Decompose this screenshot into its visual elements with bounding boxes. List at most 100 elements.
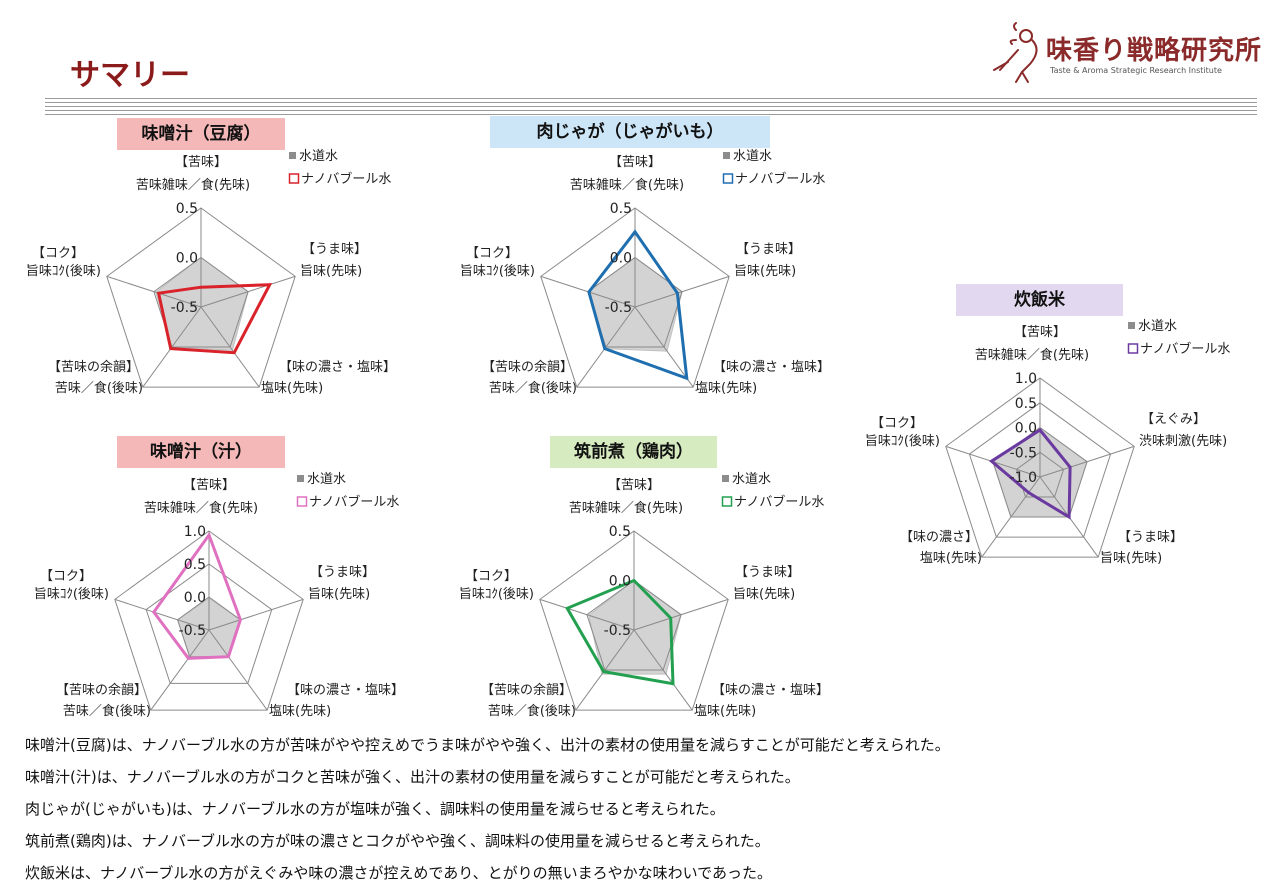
series-nanobubble xyxy=(156,283,273,355)
axis-label: 【苦味】 xyxy=(608,477,660,493)
axis-label: 【味の濃さ・塩味】 xyxy=(713,360,830,375)
grid-ring xyxy=(540,207,730,388)
axis-label: 苦味／食(後味) xyxy=(489,380,577,396)
radar-chart-1 xyxy=(540,152,734,388)
axis-label: 【苦味】 xyxy=(1014,324,1066,340)
divider xyxy=(45,110,1257,111)
spoke xyxy=(114,598,210,631)
axis-label: 【苦味の余韻】 xyxy=(56,682,147,698)
axis-label: 【味の濃さ・塩味】 xyxy=(287,683,404,698)
axis-label: 苦味／食(後味) xyxy=(488,703,576,719)
summary-notes: 味噌汁(豆腐)は、ナノバーブル水の方が苦味がやや控えめでうま味がやや強く、出汁の… xyxy=(25,733,950,889)
spoke xyxy=(575,629,635,711)
axis-label: 【コク】 xyxy=(871,416,923,431)
tick-label: 0.5 xyxy=(609,524,631,540)
axis-label: 【うま味】 xyxy=(735,565,800,580)
axis-label: 旨味(先味) xyxy=(308,587,370,602)
axis-label: 旨味(先味) xyxy=(300,264,362,279)
logo-name: 味香り戦略研究所 xyxy=(1046,36,1263,66)
tick-label: 0.0 xyxy=(1015,421,1037,437)
spoke xyxy=(208,629,268,711)
tick-label: 0.5 xyxy=(184,557,206,573)
legend-swatch-tap-water xyxy=(723,152,730,159)
tick-label: -0.5 xyxy=(1010,445,1037,461)
axis-label: 苦味／食(後味) xyxy=(63,703,151,719)
axis-label: 苦味雑味／食(先味) xyxy=(570,177,684,193)
series-nanobubble xyxy=(565,578,675,686)
note: 味噌汁(汁)は、ナノバーブル水の方がコクと苦味が強く、出汁の素材の使用量を減らす… xyxy=(25,768,800,786)
series-nanobubble xyxy=(988,428,1072,520)
logo-figure-icon xyxy=(993,22,1038,83)
grid-ring xyxy=(106,207,296,388)
legend-swatch-nanobubble xyxy=(1127,343,1139,354)
tick-label: 0.5 xyxy=(610,201,632,217)
grid-ring xyxy=(945,377,1135,558)
legend-label: 水道水 xyxy=(299,149,338,164)
note: 味噌汁(豆腐)は、ナノバーブル水の方が苦味がやや控えめでうま味がやや強く、出汁の… xyxy=(25,736,950,754)
tick-label: 0.0 xyxy=(184,590,206,606)
axis-label: 苦味／食(後味) xyxy=(55,380,143,396)
axis-label: 苦味雑味／食(先味) xyxy=(975,347,1089,363)
series-tap-water xyxy=(155,256,249,351)
axis-label: 苦味雑味／食(先味) xyxy=(136,177,250,193)
axis-label: 【苦味の余韻】 xyxy=(481,682,572,698)
axis-label: 苦味雑味／食(先味) xyxy=(569,500,683,516)
logo: 味香り戦略研究所 Taste & Aroma Strategic Researc… xyxy=(988,22,1261,84)
grid-ring xyxy=(968,402,1112,538)
spoke xyxy=(106,275,202,308)
divider xyxy=(45,98,1257,99)
grid-ring xyxy=(114,530,304,711)
chart-title: 炊飯米 xyxy=(956,284,1123,316)
axis-label: 旨味ｺｸ(後味) xyxy=(34,587,109,602)
tick-label: -0.5 xyxy=(604,623,631,639)
legend-swatch-tap-water xyxy=(289,152,296,159)
legend-label: ナノバブール水 xyxy=(309,494,399,510)
legend-label: ナノバブール水 xyxy=(735,171,825,187)
legend-label: 水道水 xyxy=(1138,319,1177,334)
radar-chart-0 xyxy=(106,152,300,388)
axis-label: 【苦味の余韻】 xyxy=(48,359,139,375)
spoke xyxy=(1039,445,1135,478)
tick-label: -0.5 xyxy=(179,623,206,639)
axis-label: 旨味ｺｸ(後味) xyxy=(865,434,940,449)
radar-chart-3 xyxy=(539,475,733,711)
tick-label: 1.0 xyxy=(1015,371,1037,387)
spoke xyxy=(634,275,730,308)
chart-title: 味噌汁（汁） xyxy=(117,436,285,468)
axis-label: 【うま味】 xyxy=(310,565,375,580)
spoke xyxy=(200,306,260,388)
note: 筑前煮(鶏肉)は、ナノバーブル水の方が味の濃さとコクがやや強く、調味料の使用量を… xyxy=(25,832,770,850)
grid-ring xyxy=(586,579,682,671)
radar-chart-4 xyxy=(945,322,1139,558)
page-title: サマリー xyxy=(70,58,190,93)
tick-label: -0.5 xyxy=(605,300,632,316)
axis-label: 【苦味】 xyxy=(609,154,661,170)
legend-swatch-tap-water xyxy=(722,475,729,482)
divider xyxy=(45,114,1257,115)
radar-chart-2 xyxy=(114,475,308,711)
tick-label: 0.5 xyxy=(1015,396,1037,412)
spoke xyxy=(208,598,304,631)
spoke xyxy=(142,306,202,388)
legend-label: 水道水 xyxy=(732,472,771,487)
legend-swatch-nanobubble xyxy=(721,496,733,507)
chart-title: 筑前煮（鶏肉） xyxy=(550,436,717,468)
axis-label: 【うま味】 xyxy=(1118,530,1183,545)
axis-label: 【味の濃さ・塩味】 xyxy=(712,683,829,698)
tick-label: -0.5 xyxy=(171,300,198,316)
legend-label: ナノバブール水 xyxy=(301,171,391,187)
legend-swatch-nanobubble xyxy=(288,173,300,184)
axis-label: 旨味ｺｸ(後味) xyxy=(460,264,535,279)
spoke xyxy=(576,306,636,388)
spoke xyxy=(150,629,210,711)
legend-swatch-tap-water xyxy=(1128,322,1135,329)
spoke xyxy=(633,629,693,711)
tick-label: 0.0 xyxy=(176,251,198,267)
axis-label: 苦味雑味／食(先味) xyxy=(144,500,258,516)
axis-label: 塩味(先味) xyxy=(694,704,756,719)
legend-label: 水道水 xyxy=(733,149,772,164)
axis-label: 旨味ｺｸ(後味) xyxy=(459,587,534,602)
legend-swatch-nanobubble xyxy=(296,496,308,507)
tick-label: 0.0 xyxy=(609,574,631,590)
